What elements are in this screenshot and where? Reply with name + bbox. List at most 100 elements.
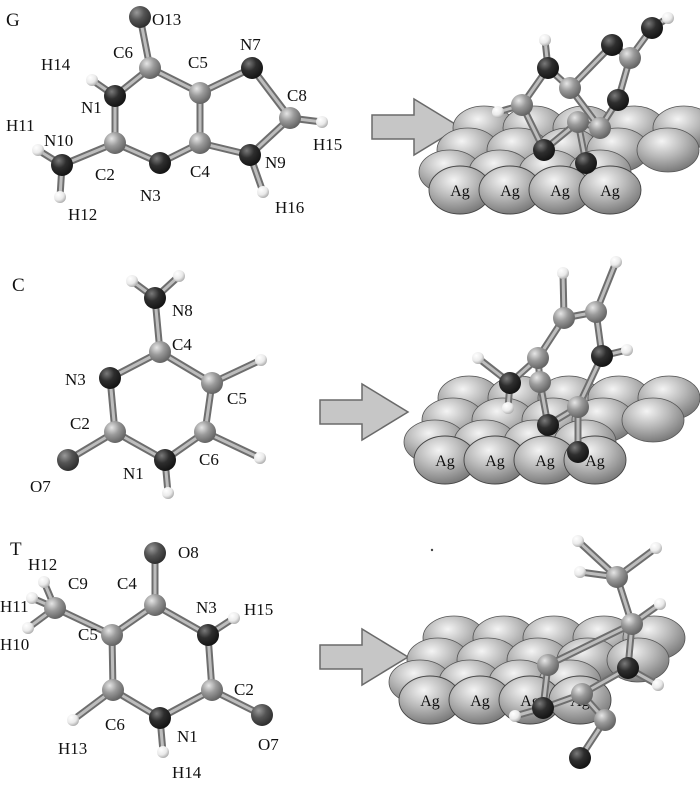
- atom-o7: [57, 449, 79, 471]
- panel-letter-c: C: [12, 275, 25, 296]
- adsorbed-atom-c: [594, 709, 616, 731]
- atom-label-h12: H12: [28, 555, 57, 574]
- adsorbed-atom-h: [557, 267, 569, 279]
- adsorbed-atom-h: [654, 598, 666, 610]
- adsorbed-atom-c: [571, 683, 593, 705]
- atom-c2: [104, 132, 126, 154]
- adsorbed-atom-n: [567, 441, 589, 463]
- adsorbed-atom-c: [527, 347, 549, 369]
- adsorbed-atom-c: [537, 654, 559, 676]
- atom-h5: [255, 354, 267, 366]
- adsorbed-atom-h: [502, 402, 514, 414]
- atom-h12: [38, 576, 50, 588]
- adsorbed-atom-n: [532, 697, 554, 719]
- atom-label-h11: H11: [0, 597, 29, 616]
- atom-c6: [194, 421, 216, 443]
- atom-label-c5: C5: [188, 53, 208, 72]
- atom-n1: [149, 707, 171, 729]
- adsorbed-atom-n: [533, 139, 555, 161]
- atom-o13: [129, 6, 151, 28]
- adsorbed-atom-c: [567, 396, 589, 418]
- ag-label: Ag: [470, 693, 490, 710]
- adsorbed-atom-n: [641, 17, 663, 39]
- atom-c6: [102, 679, 124, 701]
- atom-label-c6: C6: [113, 43, 133, 62]
- arrow-shape: [319, 627, 410, 687]
- adsorbed-atom-h: [492, 106, 504, 118]
- atom-o8: [144, 542, 166, 564]
- atom-label-c5: C5: [227, 389, 247, 408]
- adsorbed-cytosine: [472, 256, 633, 463]
- atom-c2: [201, 679, 223, 701]
- adsorbed-thymine: [509, 535, 666, 769]
- atom-label-c6: C6: [105, 715, 125, 734]
- atom-c5: [201, 372, 223, 394]
- adsorbed-atom-n: [569, 747, 591, 769]
- adsorbed-atom-n: [617, 657, 639, 679]
- adsorbed-atom-c: [621, 613, 643, 635]
- atom-h15: [228, 612, 240, 624]
- adsorbed-atom-n: [537, 57, 559, 79]
- adsorbed-atom-h: [621, 344, 633, 356]
- atom-c8: [279, 107, 301, 129]
- atom-label-h16: H16: [275, 198, 304, 217]
- adsorbed-atom-n: [591, 345, 613, 367]
- atom-o7: [251, 704, 273, 726]
- panel-letter-g: G: [6, 10, 20, 31]
- adsorbed-atom-h: [652, 679, 664, 691]
- ag-label: Ag: [550, 183, 570, 200]
- adsorbed-atom-c: [529, 371, 551, 393]
- adsorbed-bond-highlight: [546, 622, 634, 667]
- atom-label-o7: O7: [30, 477, 51, 496]
- atom-label-n1: N1: [123, 464, 144, 483]
- atom-n1: [154, 449, 176, 471]
- atom-h15: [316, 116, 328, 128]
- ag-label: Ag: [450, 183, 470, 200]
- adsorption-arrow-g: [371, 97, 462, 157]
- atom-c4: [189, 132, 211, 154]
- atom-c4: [149, 341, 171, 363]
- atom-label-h14: H14: [172, 763, 202, 782]
- atom-label-n10: N10: [44, 131, 73, 150]
- adsorption-arrow-c: [319, 382, 410, 442]
- adsorbed-atom-c: [606, 566, 628, 588]
- atom-h10: [22, 622, 34, 634]
- adsorbed-atom-n: [575, 152, 597, 174]
- adsorption-arrow-t: [319, 627, 410, 687]
- atom-h11: [32, 144, 44, 156]
- adsorbed-atom-c: [553, 307, 575, 329]
- silver-atom: [636, 127, 700, 173]
- atom-label-c6: C6: [199, 450, 219, 469]
- atom-h13: [67, 714, 79, 726]
- ag-label: Ag: [500, 183, 520, 200]
- atom-h8a: [126, 275, 138, 287]
- adsorbed-atom-c: [585, 301, 607, 323]
- panel-letter-t: T: [10, 539, 22, 560]
- adsorbed-atom-n: [601, 34, 623, 56]
- atom-label-c5: C5: [78, 625, 98, 644]
- atom-label-c4: C4: [190, 162, 210, 181]
- atom-h16: [257, 186, 269, 198]
- silver-atom-front: [578, 165, 642, 215]
- atom-h14: [86, 74, 98, 86]
- atom-label-c2: C2: [234, 680, 254, 699]
- atom-label-o13: O13: [152, 10, 181, 29]
- adsorbed-atom-c: [511, 94, 533, 116]
- adsorbed-atom-n: [607, 89, 629, 111]
- adsorbed-atom-c: [559, 77, 581, 99]
- atom-label-h13: H13: [58, 739, 87, 758]
- atom-n3: [99, 367, 121, 389]
- atom-c9: [44, 597, 66, 619]
- ag-label: Ag: [535, 453, 555, 470]
- atom-label-n7: N7: [240, 35, 261, 54]
- atom-label-o7: O7: [258, 735, 279, 754]
- atom-n9: [239, 144, 261, 166]
- atom-h12: [54, 191, 66, 203]
- adsorbed-atom-c: [567, 111, 589, 133]
- atom-c5: [101, 624, 123, 646]
- silver-atom: [621, 397, 685, 443]
- adsorbed-guanine: [492, 12, 674, 174]
